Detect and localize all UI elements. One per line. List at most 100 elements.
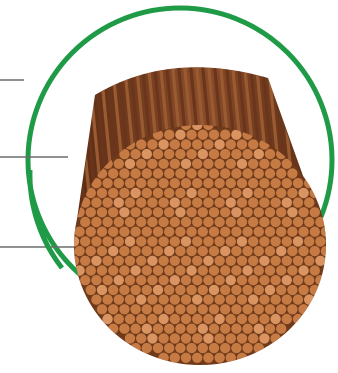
strand-end-face-icon <box>114 294 124 304</box>
strand-end-face-icon <box>102 217 112 227</box>
strand-end-face-icon <box>298 265 308 275</box>
strand-end-face-icon <box>259 159 269 169</box>
strand-end-face-icon <box>119 324 129 334</box>
strand-end-face-icon <box>175 188 185 198</box>
strand-end-face-icon <box>114 159 124 169</box>
strand-end-face-icon <box>102 236 112 246</box>
strand-end-face-icon <box>304 256 314 266</box>
strand-end-face-icon <box>198 265 208 275</box>
strand-end-face-icon <box>248 139 258 149</box>
strand-end-face-icon <box>198 246 208 256</box>
strand-end-face-icon <box>130 207 140 217</box>
strand-end-face-icon <box>192 256 202 266</box>
strand-end-face-icon <box>158 275 168 285</box>
strand-end-face-icon <box>287 265 297 275</box>
strand-end-face-icon <box>119 304 129 314</box>
strand-end-face-icon <box>136 333 146 343</box>
strand-end-face-icon <box>265 246 275 256</box>
strand-end-face-icon <box>164 130 174 140</box>
strand-end-face-icon <box>158 314 168 324</box>
strand-end-face-icon <box>242 285 252 295</box>
strand-end-face-icon <box>265 285 275 295</box>
strand-end-face-icon <box>248 159 258 169</box>
strand-end-face-icon <box>248 178 258 188</box>
strand-end-face-icon <box>130 304 140 314</box>
strand-end-face-icon <box>114 217 124 227</box>
strand-end-face-icon <box>170 256 180 266</box>
strand-end-face-icon <box>248 275 258 285</box>
strand-end-face-icon <box>298 304 308 314</box>
strand-end-face-icon <box>142 343 152 353</box>
strand-end-face-icon <box>158 333 168 343</box>
strand-end-face-icon <box>136 159 146 169</box>
strand-end-face-icon <box>282 275 292 285</box>
strand-end-face-icon <box>97 246 107 256</box>
strand-end-face-icon <box>310 227 320 237</box>
strand-end-face-icon <box>119 188 129 198</box>
strand-end-face-icon <box>69 236 79 246</box>
strand-end-face-icon <box>265 149 275 159</box>
strand-end-face-icon <box>242 227 252 237</box>
strand-end-face-icon <box>108 168 118 178</box>
strand-end-face-icon <box>226 294 236 304</box>
strand-end-face-icon <box>315 217 325 227</box>
strand-end-face-icon <box>186 343 196 353</box>
strand-end-face-icon <box>170 217 180 227</box>
strand-end-face-icon <box>198 227 208 237</box>
strand-end-face-icon <box>304 294 314 304</box>
strand-end-face-icon <box>158 159 168 169</box>
strand-end-face-icon <box>170 159 180 169</box>
strand-end-face-icon <box>298 227 308 237</box>
strand-end-face-icon <box>315 236 325 246</box>
strand-end-face-icon <box>125 294 135 304</box>
strand-end-face-icon <box>102 178 112 188</box>
strand-end-face-icon <box>108 207 118 217</box>
strand-end-face-icon <box>248 256 258 266</box>
strand-end-face-icon <box>259 178 269 188</box>
strand-end-face-icon <box>259 236 269 246</box>
strand-end-face-icon <box>158 217 168 227</box>
strand-end-face-icon <box>130 285 140 295</box>
strand-end-face-icon <box>175 246 185 256</box>
strand-end-face-icon <box>153 285 163 295</box>
strand-end-face-icon <box>231 246 241 256</box>
strand-end-face-icon <box>220 304 230 314</box>
strand-end-face-icon <box>181 314 191 324</box>
strand-end-face-icon <box>214 139 224 149</box>
strand-end-face-icon <box>237 353 247 363</box>
strand-end-face-icon <box>119 285 129 295</box>
strand-end-face-icon <box>242 343 252 353</box>
strand-end-face-icon <box>254 188 264 198</box>
strand-end-face-icon <box>220 265 230 275</box>
strand-end-face-icon <box>102 294 112 304</box>
strand-end-face-icon <box>270 294 280 304</box>
strand-end-face-icon <box>220 343 230 353</box>
strand-end-face-icon <box>108 246 118 256</box>
strand-end-face-icon <box>293 236 303 246</box>
strand-end-face-icon <box>142 324 152 334</box>
strand-end-face-icon <box>158 256 168 266</box>
strand-end-face-icon <box>203 294 213 304</box>
strand-end-face-icon <box>91 294 101 304</box>
strand-end-face-icon <box>192 333 202 343</box>
strand-end-face-icon <box>237 275 247 285</box>
strand-end-face-icon <box>142 207 152 217</box>
strand-end-face-icon <box>114 275 124 285</box>
strand-end-face-icon <box>282 236 292 246</box>
strand-end-face-icon <box>192 314 202 324</box>
strand-end-face-icon <box>214 275 224 285</box>
strand-end-face-icon <box>181 353 191 363</box>
strand-end-face-icon <box>209 304 219 314</box>
strand-end-face-icon <box>114 256 124 266</box>
strand-end-face-icon <box>237 294 247 304</box>
strand-end-face-icon <box>198 324 208 334</box>
strand-end-face-icon <box>315 275 325 285</box>
strand-end-face-icon <box>198 343 208 353</box>
strand-end-face-icon <box>254 168 264 178</box>
strand-end-face-icon <box>248 217 258 227</box>
strand-end-face-icon <box>164 227 174 237</box>
strand-end-face-icon <box>259 333 269 343</box>
strand-end-face-icon <box>226 197 236 207</box>
strand-end-face-icon <box>125 178 135 188</box>
